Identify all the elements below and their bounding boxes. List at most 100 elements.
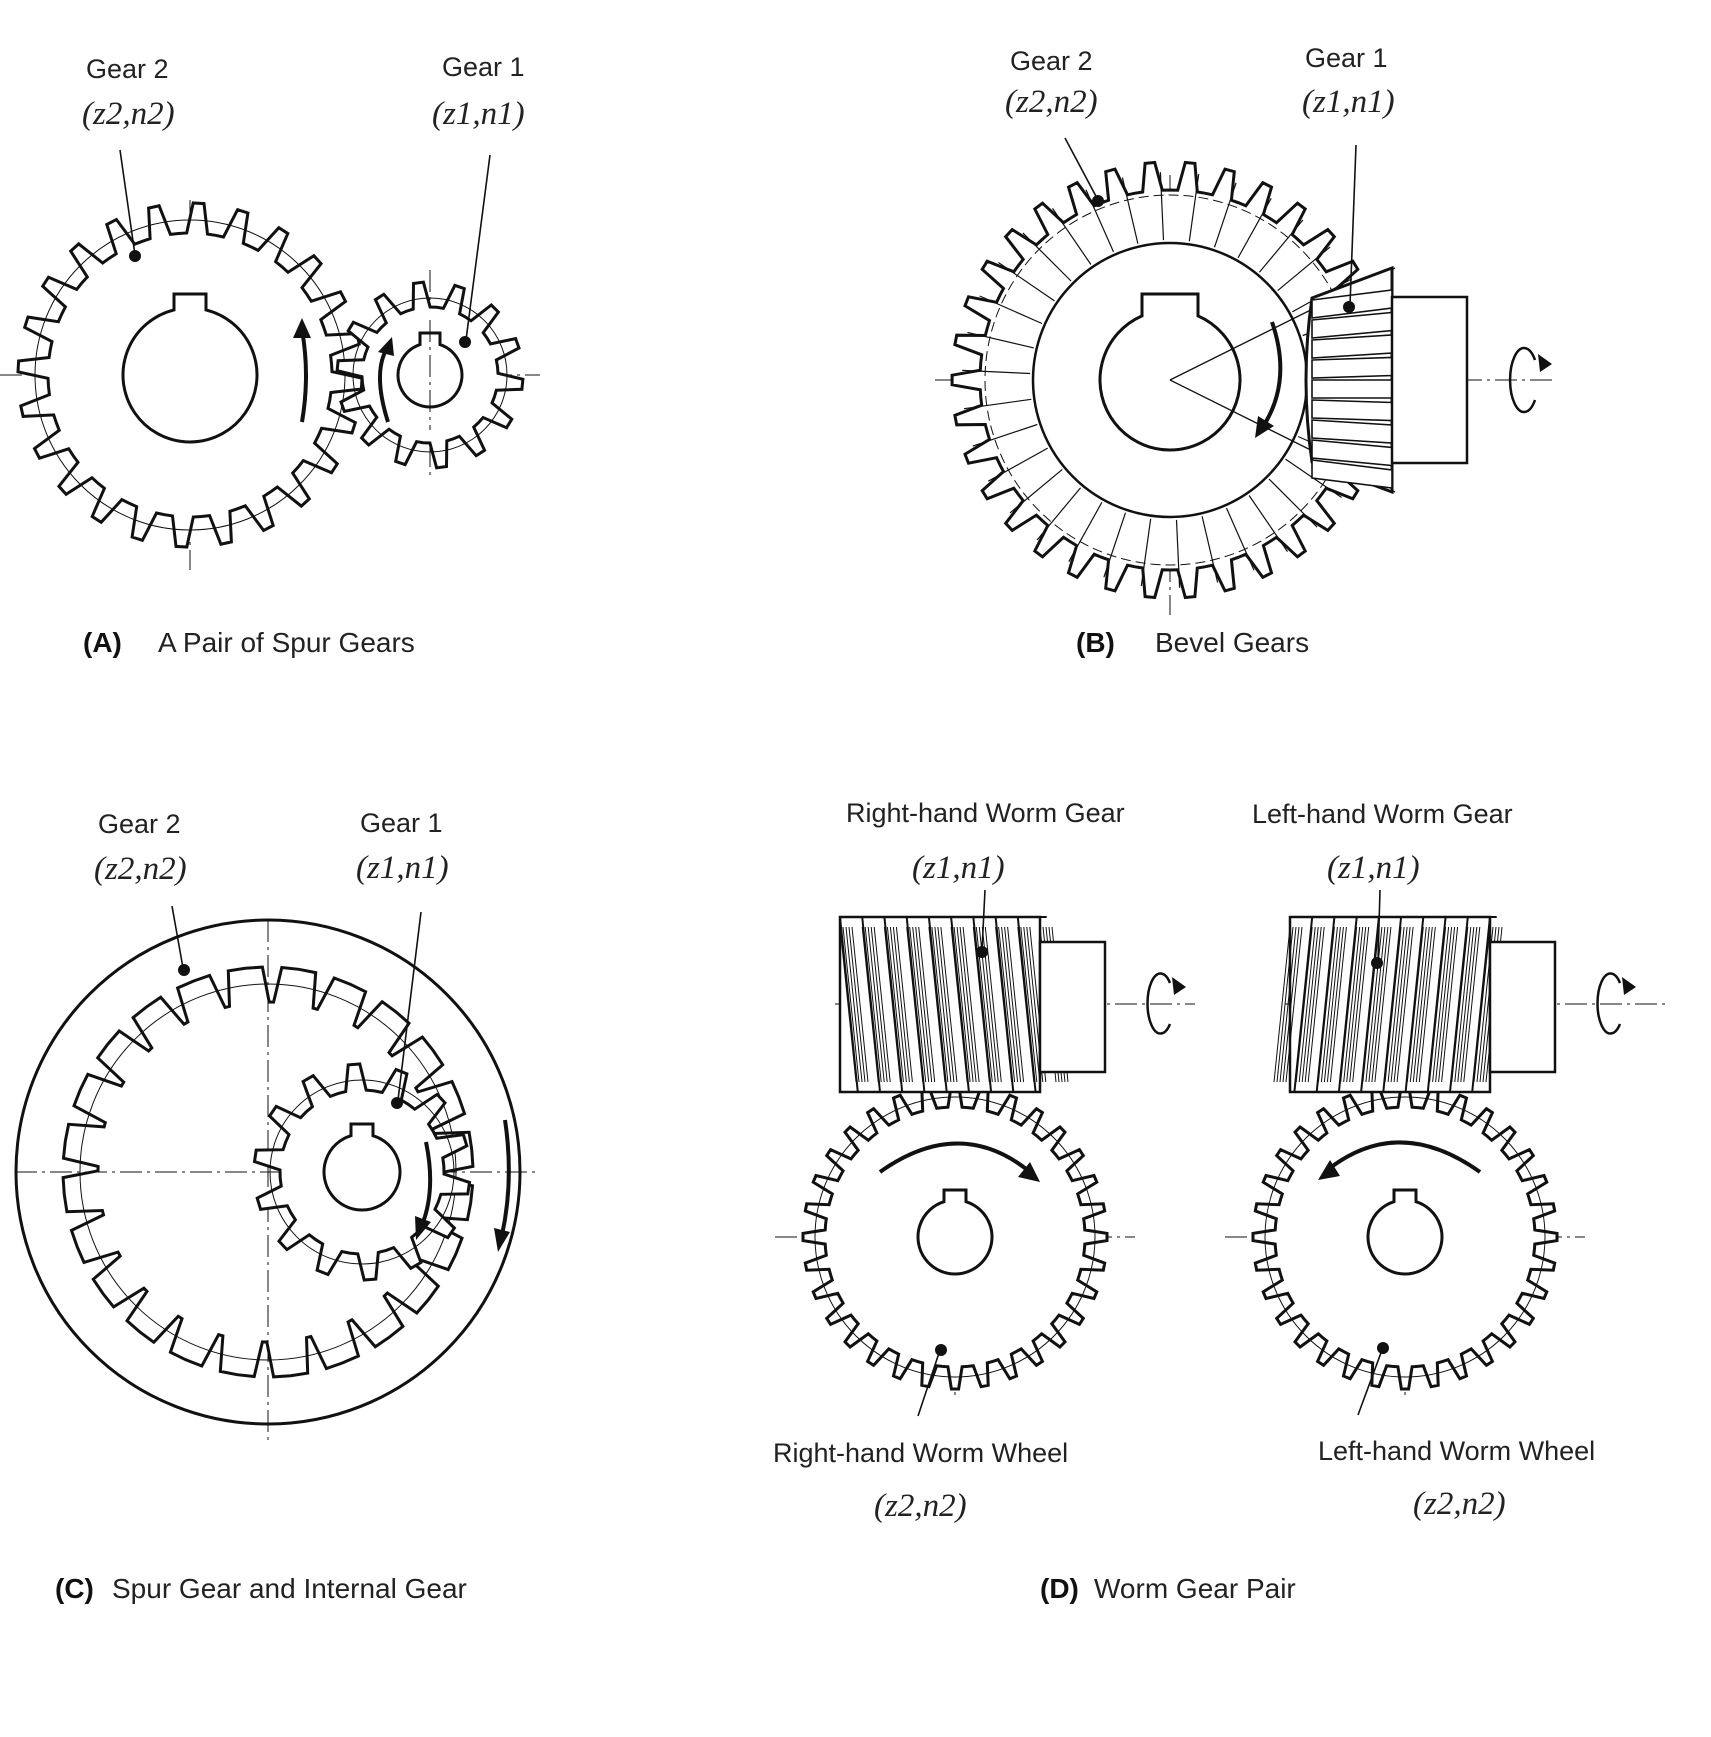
gear2-leader-line (171, 905, 184, 969)
wheel-pitch-circle (1264, 1096, 1546, 1378)
panel-b: Gear 2 (z2,n2) Gear 1 (z1,n1) (B) Bevel … (935, 43, 1555, 658)
worm-flank (1016, 916, 1037, 1093)
gear1-symbol: (z1,n1) (1302, 84, 1395, 120)
bevel-tooth-line (962, 369, 1031, 375)
worm-hatch (895, 926, 913, 1083)
worm-flank (839, 916, 859, 1093)
worm-hatch (1346, 926, 1364, 1083)
worm-hatch (1374, 926, 1392, 1083)
bevel-pinion-tooth (1311, 356, 1393, 379)
worm-flank (1426, 916, 1447, 1093)
bevel-tooth-line (963, 398, 1032, 410)
worm-hatch (1343, 926, 1361, 1083)
worm-hatch (848, 926, 866, 1083)
caption: Worm Gear Pair (1094, 1573, 1296, 1604)
worm-hatch (1390, 926, 1408, 1083)
worm-hatch (1396, 926, 1414, 1083)
worm-flank (950, 916, 970, 1093)
worm-flank (972, 916, 993, 1093)
worm-hatch (842, 926, 860, 1083)
worm-hatch (873, 926, 891, 1083)
worm-hatch (959, 926, 977, 1083)
bevel-pinion-tooth (1311, 334, 1393, 359)
worm-flank (1293, 916, 1314, 1093)
shaft-rotation-arrowhead (1538, 354, 1552, 372)
shaft-rotation-arrowhead (1172, 977, 1186, 995)
worm-hatch (1329, 926, 1347, 1083)
worm-hatch (1454, 926, 1472, 1083)
worm-hatch (1304, 926, 1322, 1083)
wheel-pitch-circle (814, 1096, 1096, 1378)
right-wheel-symbol: (z2,n2) (874, 1488, 967, 1524)
bevel-pinion-shaft (1390, 295, 1469, 465)
worm-hatch (1371, 926, 1389, 1083)
worm-hatch (998, 926, 1016, 1083)
gear1-symbol: (z1,n1) (432, 96, 525, 132)
gear2-keyed-bore (121, 292, 259, 444)
bevel-pinion-teeth (1311, 289, 1393, 489)
gear2-symbol: (z2,n2) (94, 851, 187, 887)
bevel-tooth-line (979, 295, 1043, 325)
worm-hatch (931, 926, 949, 1083)
gear2-pitch-circle (34, 219, 346, 531)
caption: A Pair of Spur Gears (158, 627, 415, 658)
worm-hatch (1393, 926, 1411, 1083)
worm-hatch (1418, 926, 1436, 1083)
gear2-leader-dot (129, 250, 141, 262)
shaft-rotation-symbol (1596, 972, 1622, 1035)
worm-hatch (886, 926, 904, 1083)
worm-flank (1404, 916, 1425, 1093)
worm-hatch (867, 926, 885, 1083)
internal-rotation-arrow (500, 1119, 511, 1236)
worm-hatch (1004, 926, 1022, 1083)
gear1-label: Gear 1 (442, 52, 525, 82)
gear2-rotation-arrowhead (293, 318, 311, 338)
bevel-tooth-line (1036, 487, 1082, 541)
gear1-label: Gear 1 (360, 808, 443, 838)
bevel-tooth-line (1159, 172, 1165, 241)
wheel-leader-dot (1377, 1342, 1389, 1354)
panel-c: Gear 2 (z2,n2) Gear 1 (z1,n1) (C) Spur G… (14, 808, 540, 1604)
left-hand-set: Left-hand Worm Gear (z1,n1) Left-hand Wo… (1225, 799, 1665, 1522)
worm-flank (861, 916, 881, 1093)
worm-hatch (1368, 926, 1386, 1083)
caption-tag: (C) (55, 1573, 94, 1604)
worm-hatch (962, 926, 980, 1083)
gear2-leader-line (1064, 137, 1099, 201)
worm-hatch (1460, 926, 1478, 1083)
worm-hatch (1409, 926, 1427, 1083)
gear1-rotation-arrowhead (378, 337, 394, 356)
worm-hatch (937, 926, 955, 1083)
bevel-tooth-line (1248, 495, 1288, 552)
bevel-tooth-line (1068, 502, 1103, 562)
worm-hatch (1301, 926, 1319, 1083)
bevel-pinion-tooth (1311, 439, 1393, 467)
worm-hatch (892, 926, 910, 1083)
bevel-tooth-line (988, 447, 1048, 482)
bevel-rotation-arrowhead (1255, 416, 1274, 438)
caption-tag: (A) (83, 627, 122, 658)
gear2-leader-dot (178, 964, 190, 976)
bevel-tooth-line (1201, 516, 1219, 583)
worm-hatch (864, 926, 882, 1083)
bevel-tooth-line (998, 262, 1055, 302)
wheel-rotation-arrow (878, 1141, 1032, 1174)
bevel-tooth-line (1009, 468, 1063, 514)
worm-flank (883, 916, 904, 1093)
worm-flank (1360, 916, 1380, 1093)
bevel-pinion-tooth (1311, 459, 1393, 489)
wheel-leader-line (1357, 1349, 1383, 1416)
panel-d: Right-hand Worm Gear (z1,n1) Right-hand … (773, 798, 1665, 1604)
caption: Spur Gear and Internal Gear (112, 1573, 467, 1604)
worm-hatch (940, 926, 958, 1083)
worm-hatch (1023, 926, 1041, 1083)
bevel-tooth-line (1052, 208, 1092, 265)
bevel-tooth-line (1237, 198, 1272, 258)
worm-flank (1449, 916, 1469, 1093)
bevel-gear-2-keyed-bore (1098, 292, 1242, 452)
worm-hatch (912, 926, 930, 1083)
worm-hatch (1349, 926, 1367, 1083)
worm-hatch (1326, 926, 1344, 1083)
bevel-pinion-tooth (1311, 399, 1393, 422)
worm-flank (994, 916, 1015, 1093)
